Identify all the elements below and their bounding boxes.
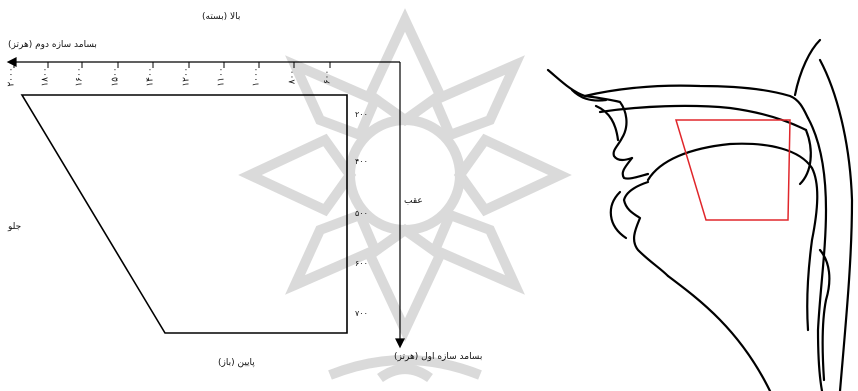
y-axis-arrow xyxy=(396,339,404,347)
y-tick-label: ۲۰۰ xyxy=(355,110,368,119)
x-axis-label: بسامد سازه دوم (هرتز) xyxy=(8,40,97,50)
x-tick-label: ۱۸۰۰ xyxy=(41,67,51,86)
left-label: جلو xyxy=(8,222,21,232)
y-tick-label: ۵۰۰ xyxy=(355,209,368,218)
x-tick-label: ۱۰۰۰ xyxy=(252,67,262,86)
bottom-label: پایین (باز) xyxy=(218,358,255,368)
x-tick-label: ۲۰۰۰ xyxy=(7,67,17,86)
y-tick-label: ۶۰۰ xyxy=(355,259,368,268)
chart-axes xyxy=(8,58,404,347)
x-tick-label: ۱۱۰۰ xyxy=(217,67,227,86)
x-tick-marks xyxy=(14,62,330,68)
x-tick-label: ۱۶۰۰ xyxy=(75,67,85,86)
x-tick-label: ۱۲۰۰ xyxy=(182,67,192,86)
y-axis-label: بسامد سازه اول (هرتز) xyxy=(394,352,482,362)
vowel-trapezoid xyxy=(22,95,347,333)
y-tick-label: ۴۰۰ xyxy=(355,157,368,166)
x-tick-label: ۱۴۰۰ xyxy=(146,67,156,86)
x-axis-arrow xyxy=(8,58,16,66)
right-label: عقب xyxy=(404,196,423,206)
x-tick-label: ۱۵۰۰ xyxy=(111,67,121,86)
x-tick-label: ۸۰۰ xyxy=(287,70,297,85)
x-tick-label: ۶۰۰ xyxy=(322,70,332,85)
head-profile xyxy=(548,40,852,391)
tongue-region-highlight xyxy=(676,120,790,220)
top-label: بالا (بسته) xyxy=(202,12,240,22)
y-tick-label: ۷۰۰ xyxy=(355,309,368,318)
